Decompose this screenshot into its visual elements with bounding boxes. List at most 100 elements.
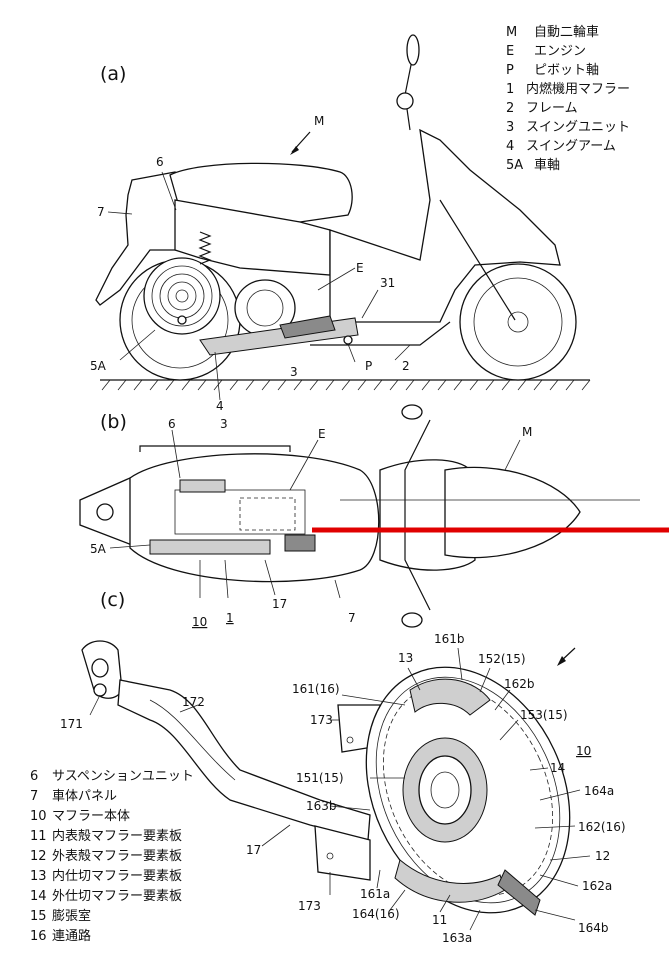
callout-c-10: 10	[576, 744, 591, 758]
legend-key: E	[506, 44, 514, 59]
callout-b-5A: 5A	[90, 542, 107, 556]
legend-text: マフラー本体	[52, 809, 130, 824]
callout-b-7: 7	[348, 611, 356, 625]
legend-text: サスペンションユニット	[52, 769, 194, 784]
legend-text: フレーム	[526, 101, 578, 116]
mirror-top-left	[401, 404, 423, 420]
legend-key: 10	[30, 809, 47, 824]
mirror	[406, 34, 420, 66]
legend-bottom: 6 サスペンションユニット 7 車体パネル 10 マフラー本体 11 内表殻マフ…	[30, 769, 194, 944]
callout-c-152: 152(15)	[478, 652, 526, 666]
callout-a-6: 6	[156, 155, 164, 169]
callout-c-164b: 164b	[578, 921, 609, 935]
legend-key: 13	[30, 869, 47, 884]
callout-a-7: 7	[97, 205, 105, 219]
legend-text: スイングアーム	[526, 139, 616, 154]
legend-key: 2	[506, 101, 514, 116]
rear-hub-coil	[143, 257, 221, 335]
legend-text: 外表殻マフラー要素板	[52, 849, 182, 864]
front-cowl	[329, 128, 561, 323]
callout-b-1: 1	[226, 611, 234, 625]
callout-a-E: E	[356, 261, 364, 275]
callout-c-162b: 162b	[504, 677, 535, 691]
legend-text: スイングユニット	[526, 120, 630, 135]
legend-text: 車体パネル	[52, 789, 117, 804]
legend-text: 内表殻マフラー要素板	[52, 828, 182, 844]
legend-key: 11	[30, 829, 47, 844]
legend-key: 6	[30, 769, 38, 784]
muffler-detail: 171 172 17 173 173 13 161b 152(15) 162b …	[60, 632, 626, 945]
callout-b-10: 10	[192, 615, 207, 629]
callout-c-14: 14	[550, 761, 565, 775]
callout-c-153: 153(15)	[520, 708, 568, 722]
legend-key: P	[506, 63, 514, 78]
front-wheel	[459, 263, 577, 381]
suspension-spring	[198, 231, 212, 265]
legend-key: 16	[30, 929, 47, 944]
callout-c-164: 164(16)	[352, 907, 400, 921]
front-fender	[444, 466, 581, 559]
callout-c-173-lower: 173	[298, 899, 321, 913]
legend-key: 5A	[506, 158, 523, 173]
callout-b-17: 17	[272, 597, 287, 611]
scooter-side-view: M 6 7 E 31 5A 4 3 P 2	[90, 34, 591, 413]
callout-b-3: 3	[220, 417, 228, 431]
callout-b-M: M	[522, 425, 532, 439]
outlet-tip	[497, 869, 541, 916]
mirror-top-right	[401, 612, 423, 628]
legend-text: ピボット軸	[534, 63, 599, 78]
figure-label-b: (b)	[100, 411, 127, 433]
ground-hatch	[101, 379, 591, 391]
legend-top: M 自動二輪車 E エンジン P ピボット軸 1 内燃機用マフラー 2 フレーム…	[506, 24, 630, 173]
legend-key: 4	[506, 139, 514, 154]
legend-key: 14	[30, 889, 47, 904]
callout-c-162: 162(16)	[578, 820, 626, 834]
legend-key: 12	[30, 849, 47, 864]
body-under-seat	[174, 199, 331, 276]
callout-c-163b: 163b	[306, 799, 337, 813]
legend-text: 膨張室	[52, 908, 91, 924]
engine-outline	[239, 497, 296, 531]
frame	[310, 321, 451, 346]
suspension-top	[179, 479, 226, 493]
scooter-top-view: 6 3 E M 5A 10 1 17 7	[79, 404, 669, 629]
callout-c-151: 151(15)	[296, 771, 344, 785]
front-fork	[439, 199, 516, 321]
callout-a-P: P	[365, 359, 372, 373]
legend-text: 外仕切マフラー要素板	[52, 889, 182, 904]
muffler-tip	[284, 534, 316, 552]
callout-a-31: 31	[380, 276, 395, 290]
legend-key: 7	[30, 789, 38, 804]
pivot-axis	[343, 335, 353, 345]
callout-c-13: 13	[398, 651, 413, 665]
arrow-1-head	[557, 656, 566, 666]
legend-text: 内仕切マフラー要素板	[52, 868, 182, 884]
callout-c-161: 161(16)	[292, 682, 340, 696]
callout-c-11: 11	[432, 913, 447, 927]
callout-c-172: 172	[182, 695, 205, 709]
callout-c-173-upper: 173	[310, 713, 333, 727]
legend-text: 自動二輪車	[534, 24, 599, 40]
callout-a-M: M	[314, 114, 324, 128]
seat-outline	[174, 489, 306, 535]
handle-grip	[396, 92, 414, 110]
callout-c-171: 171	[60, 717, 83, 731]
arrow-m-head	[290, 146, 299, 155]
legend-key: 1	[506, 82, 514, 97]
legend-text: 内燃機用マフラー	[526, 81, 630, 97]
legend-text: 連通路	[52, 928, 91, 944]
legend-text: エンジン	[534, 44, 586, 59]
mount-bracket-lower	[314, 825, 371, 881]
legend-text: 車軸	[534, 158, 560, 173]
callout-b-6: 6	[168, 417, 176, 431]
figure-label-c: (c)	[100, 589, 125, 611]
callout-c-17: 17	[246, 843, 261, 857]
callout-c-161a: 161a	[360, 887, 390, 901]
muffler-side	[279, 315, 336, 339]
exhaust-pipe	[117, 679, 371, 841]
muffler-top	[149, 539, 271, 555]
callout-a-2: 2	[402, 359, 410, 373]
swing-unit-bracket	[139, 445, 291, 452]
callout-c-161b: 161b	[434, 632, 465, 646]
